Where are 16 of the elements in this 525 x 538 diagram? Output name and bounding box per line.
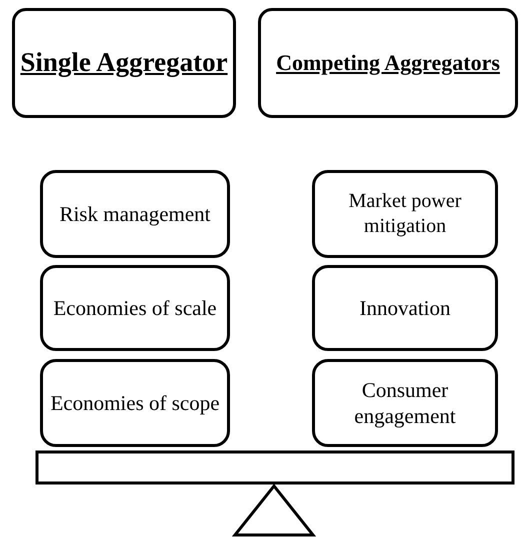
factor-label: Risk management: [59, 200, 211, 228]
heading-text: Single Aggregator: [20, 46, 228, 80]
factor-label: Innovation: [360, 294, 450, 322]
factor-box: [40, 170, 230, 258]
factor-box: [40, 265, 230, 351]
factor-box: [312, 265, 498, 351]
heading-box: [12, 8, 236, 118]
factor-label: Economies of scale: [53, 294, 217, 322]
factor-box: [312, 170, 498, 258]
factor-label: Consumer engagement: [353, 376, 457, 430]
factor-label: Economies of scope: [50, 390, 220, 416]
factor-box: [312, 359, 498, 447]
factor-box: [40, 359, 230, 447]
factor-label: Market power mitigation: [348, 189, 462, 239]
heading-box: [258, 8, 518, 118]
heading-text: Competing Aggregators: [276, 49, 500, 77]
